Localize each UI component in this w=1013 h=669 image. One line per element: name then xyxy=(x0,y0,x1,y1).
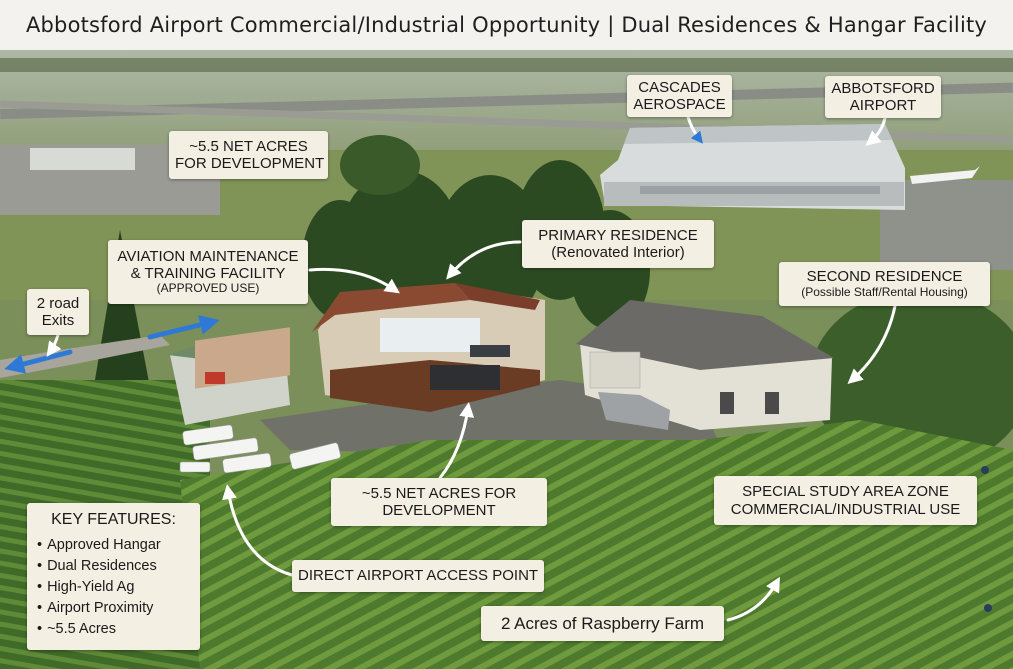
label-line: 2 Acres of Raspberry Farm xyxy=(500,613,705,633)
label-road-exits: 2 road Exits xyxy=(27,289,89,335)
arrow-aviation xyxy=(308,267,400,294)
list-item: Airport Proximity xyxy=(37,598,190,619)
label-line: 2 road xyxy=(36,294,80,312)
farm-worker xyxy=(981,466,989,474)
list-item: Approved Hangar xyxy=(37,535,190,556)
list-item: High-Yield Ag xyxy=(37,577,190,598)
callout-arrows xyxy=(46,115,897,622)
label-line: ABBOTSFORD xyxy=(831,79,935,97)
key-features-panel: KEY FEATURES: Approved Hangar Dual Resid… xyxy=(27,503,200,650)
label-aviation-facility: AVIATION MAINTENANCE & TRAINING FACILITY… xyxy=(108,240,308,304)
arrow-airport xyxy=(865,116,887,146)
label-line: SPECIAL STUDY AREA ZONE xyxy=(742,483,949,501)
key-features-list: Approved Hangar Dual Residences High-Yie… xyxy=(37,535,190,640)
label-primary-residence: PRIMARY RESIDENCE (Renovated Interior) xyxy=(522,220,714,268)
page-title: Abbotsford Airport Commercial/Industrial… xyxy=(25,13,988,37)
arrow-primary xyxy=(446,240,522,280)
label-line: DEVELOPMENT xyxy=(382,502,496,519)
aviation-hangar xyxy=(168,327,290,425)
arrow-acres-mid xyxy=(438,402,475,480)
airplane-icon xyxy=(910,166,980,184)
label-line: AEROSPACE xyxy=(633,96,726,113)
list-item: ~5.5 Acres xyxy=(37,619,190,640)
label-cascades-aerospace: CASCADES AEROSPACE xyxy=(627,75,732,117)
arrow-second xyxy=(847,304,897,384)
label-line: AIRPORT xyxy=(849,97,917,114)
road-exit-arrow-right xyxy=(147,315,220,340)
key-features-heading: KEY FEATURES: xyxy=(51,511,176,528)
suv-vehicle xyxy=(598,392,670,430)
label-second-residence: SECOND RESIDENCE (Possible Staff/Rental … xyxy=(779,262,990,306)
label-line: DIRECT AIRPORT ACCESS POINT xyxy=(298,567,539,585)
farm-worker xyxy=(984,604,992,612)
label-special-study-area: SPECIAL STUDY AREA ZONE COMMERCIAL/INDUS… xyxy=(714,476,977,525)
label-raspberry-farm: 2 Acres of Raspberry Farm xyxy=(481,606,724,641)
label-line: CASCADES xyxy=(638,78,721,96)
arrow-raspberry xyxy=(726,576,780,622)
label-line: ~5.5 NET ACRES FOR xyxy=(361,484,517,502)
primary-residence xyxy=(312,283,545,412)
label-airport-access: DIRECT AIRPORT ACCESS POINT xyxy=(292,560,544,592)
label-line: SECOND RESIDENCE xyxy=(806,268,963,286)
label-acres-top: ~5.5 NET ACRES FOR DEVELOPMENT xyxy=(169,131,328,179)
label-line: FOR DEVELOPMENT xyxy=(175,155,325,172)
label-abbotsford-airport: ABBOTSFORD AIRPORT xyxy=(825,76,941,118)
driveway-road xyxy=(0,335,170,378)
label-line: AVIATION MAINTENANCE xyxy=(117,247,299,265)
label-line: COMMERCIAL/INDUSTRIAL USE xyxy=(730,500,961,518)
left-buildings xyxy=(30,148,135,170)
label-line: & TRAINING FACILITY xyxy=(130,265,286,283)
cascades-hangar xyxy=(600,124,905,210)
label-line: (APPROVED USE) xyxy=(156,281,260,296)
label-line: ~5.5 NET ACRES xyxy=(189,137,308,155)
label-line: PRIMARY RESIDENCE xyxy=(538,226,698,244)
list-item: Dual Residences xyxy=(37,556,190,577)
label-line: Exits xyxy=(41,312,75,329)
page-title-bar: Abbotsford Airport Commercial/Industrial… xyxy=(0,0,1013,50)
label-line: (Possible Staff/Rental Housing) xyxy=(801,284,968,299)
arrow-access xyxy=(222,484,294,577)
label-line: (Renovated Interior) xyxy=(551,244,685,261)
arrow-cascades xyxy=(686,115,703,144)
rv-vehicles xyxy=(179,424,341,474)
distant-treeline xyxy=(0,58,1013,72)
arrow-road xyxy=(46,333,62,357)
label-acres-mid: ~5.5 NET ACRES FOR DEVELOPMENT xyxy=(331,478,547,526)
